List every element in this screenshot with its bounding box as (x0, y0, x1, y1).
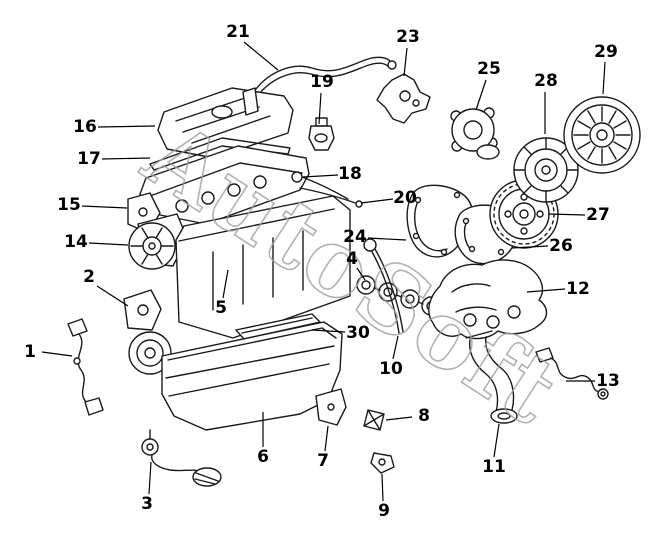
part-label-3: 3 (141, 494, 153, 514)
leader-line-20 (360, 198, 394, 204)
part-label-21: 21 (226, 22, 250, 42)
part-13-sensor-wire (535, 347, 609, 400)
part-11-downpipe (465, 330, 518, 424)
part-label-30: 30 (346, 323, 370, 343)
leader-line-16 (97, 125, 156, 128)
part-label-5: 5 (215, 298, 227, 318)
part-label-26: 26 (549, 236, 573, 256)
part-label-12: 12 (566, 279, 590, 299)
part-20-pipe (299, 187, 363, 208)
part-label-14: 14 (64, 232, 88, 252)
leader-line-8 (385, 416, 413, 421)
leader-line-27 (547, 213, 586, 216)
part-label-23: 23 (396, 27, 420, 47)
engine-artwork (67, 56, 641, 487)
leader-line-24 (367, 237, 407, 241)
leader-line-3 (148, 461, 152, 495)
leader-line-2 (96, 285, 129, 307)
part-label-18: 18 (338, 164, 362, 184)
leader-line-18 (302, 174, 339, 178)
leader-line-14 (88, 242, 129, 246)
part-19-sensor (308, 117, 335, 151)
part-label-24: 24 (343, 227, 367, 247)
part-2-front-bracket (123, 289, 172, 375)
leader-line-9 (381, 473, 384, 502)
part-label-28: 28 (534, 71, 558, 91)
part-label-1: 1 (24, 342, 36, 362)
part-label-27: 27 (586, 205, 610, 225)
leader-line-19 (318, 92, 322, 125)
part-label-6: 6 (257, 447, 269, 467)
part-10-dipstick-tube (363, 238, 404, 334)
part-12-manifold (428, 259, 548, 340)
part-23-engine-mount-bracket (376, 73, 431, 124)
part-label-8: 8 (418, 406, 430, 426)
part-label-29: 29 (594, 42, 618, 62)
part-18-breather-pipe (291, 171, 349, 200)
leader-line-21 (243, 41, 279, 71)
part-14-camshaft-pulley (128, 213, 188, 270)
part-label-25: 25 (477, 59, 501, 79)
part-5-engine-block (175, 195, 351, 339)
leader-line-10 (392, 335, 399, 360)
part-8-clip (363, 409, 385, 431)
leader-line-1 (41, 351, 73, 357)
leader-line-26 (511, 245, 549, 249)
part-label-16: 16 (73, 117, 97, 137)
leader-line-4 (356, 267, 366, 281)
part-21-breather-hose (250, 56, 397, 102)
part-label-10: 10 (379, 359, 403, 379)
part-label-9: 9 (378, 501, 390, 521)
part-label-15: 15 (57, 195, 81, 215)
leader-line-7 (324, 425, 329, 452)
part-label-4: 4 (346, 249, 358, 269)
part-label-19: 19 (310, 72, 334, 92)
part-label-17: 17 (77, 149, 101, 169)
leader-line-25 (475, 79, 487, 111)
part-label-20: 20 (393, 188, 417, 208)
part-6-oil-pan (161, 321, 343, 431)
leader-line-11 (493, 423, 500, 458)
part-25-water-pump (450, 107, 500, 160)
part-label-2: 2 (83, 267, 95, 287)
part-17-valve-cover-gasket (149, 137, 291, 171)
part-label-7: 7 (317, 451, 329, 471)
leader-line-15 (81, 205, 128, 209)
part-30-baffle-plate (235, 313, 321, 340)
leader-line-23 (403, 47, 408, 77)
cylinder-head (139, 145, 310, 225)
part-3-oil-pickup (141, 429, 222, 487)
leader-line-17 (101, 157, 151, 160)
part-29-pressure-plate (563, 96, 641, 174)
part-28-clutch-disc (513, 137, 579, 203)
part-label-13: 13 (596, 371, 620, 391)
leader-line-12 (526, 288, 566, 293)
leader-line-29 (602, 61, 606, 95)
leader-line-30 (311, 329, 346, 333)
part-1-wiring-harness (67, 318, 104, 416)
leader-line-5 (222, 269, 229, 299)
part-label-11: 11 (482, 457, 506, 477)
part-9-small-sensor (370, 452, 395, 474)
part-7-bracket (315, 388, 347, 426)
